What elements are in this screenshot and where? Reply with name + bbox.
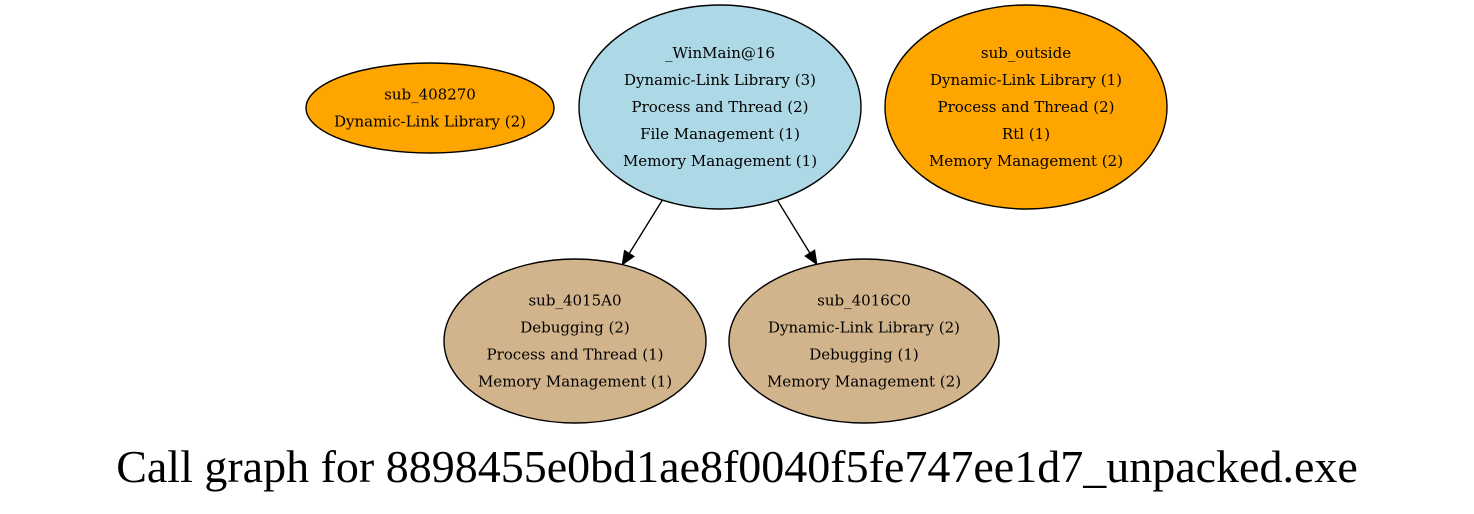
node-ellipse (578, 4, 862, 210)
node-api-category: Memory Management (2) (929, 152, 1123, 170)
call-edge (628, 199, 663, 254)
node-name: sub_4016C0 (817, 292, 911, 310)
node-name: _WinMain@16 (665, 44, 775, 62)
node-name: sub_outside (981, 44, 1071, 62)
node-api-category: Process and Thread (1) (487, 346, 664, 364)
arrowhead (621, 249, 635, 266)
node-api-category: Memory Management (1) (478, 373, 672, 391)
node-ellipse (728, 258, 1000, 424)
node-api-category: Memory Management (2) (767, 373, 961, 391)
node-name: sub_4015A0 (528, 292, 621, 310)
node-api-category: Dynamic-Link Library (3) (624, 71, 816, 89)
node-api-category: Process and Thread (2) (632, 98, 809, 116)
edges-layer (621, 199, 818, 266)
node-api-category: Dynamic-Link Library (1) (930, 71, 1122, 89)
node-ellipse (884, 4, 1168, 210)
node-name: sub_408270 (384, 86, 476, 104)
node-api-category: Debugging (1) (809, 346, 918, 364)
node-api-category: Dynamic-Link Library (2) (768, 319, 960, 337)
node-api-category: Memory Management (1) (623, 152, 817, 170)
node-api-category: File Management (1) (640, 125, 800, 143)
node-ellipse (443, 258, 707, 424)
graph-title: Call graph for 8898455e0bd1ae8f0040f5fe7… (116, 441, 1358, 492)
node-api-category: Process and Thread (2) (938, 98, 1115, 116)
node-api-category: Debugging (2) (520, 319, 629, 337)
node-api-category: Dynamic-Link Library (2) (334, 113, 526, 131)
node-api-category: Rtl (1) (1002, 125, 1050, 143)
node-ellipse (305, 62, 555, 154)
call-edge (776, 199, 811, 254)
arrowhead (804, 249, 818, 266)
